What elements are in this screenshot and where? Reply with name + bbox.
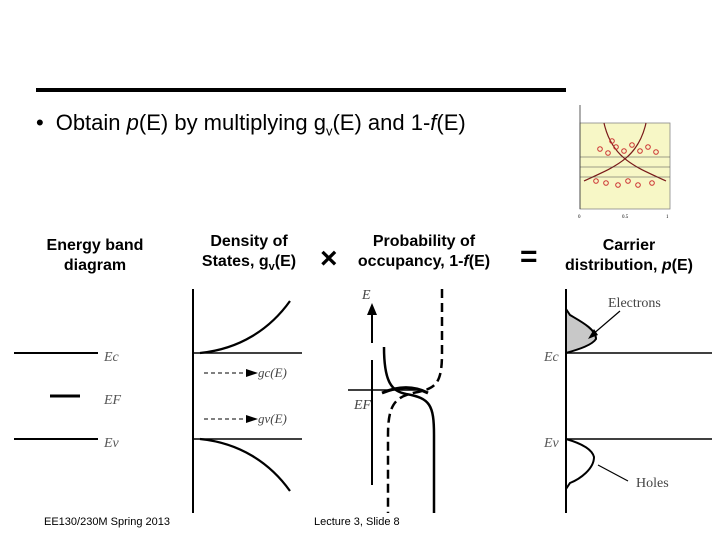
equals-operator: = — [520, 240, 538, 273]
inset-figure: 0 0.5 1 — [578, 105, 671, 220]
times-operator: × — [320, 242, 338, 275]
gc-arrowhead — [246, 369, 258, 377]
header-part: (E) — [468, 253, 491, 270]
header-p: p — [661, 257, 672, 274]
label-ec: Ec — [103, 350, 120, 365]
inset-tick: 1 — [666, 215, 669, 220]
bullet-part: (E) — [332, 110, 362, 135]
header-part: occupancy, 1- — [357, 253, 464, 270]
header-part: States, g — [201, 253, 269, 270]
label-carrier-ev: Ev — [543, 436, 560, 451]
header-line: occupancy, 1-f(E) — [346, 252, 502, 272]
band-diagram-figure: Ec EF Ev gc(E) gv(E) E EF E — [14, 288, 712, 513]
bullet-marker: • — [36, 110, 44, 135]
header-line: Energy band — [46, 237, 144, 254]
bullet-part: and 1- — [361, 110, 431, 135]
inset-tick: 0 — [578, 215, 581, 220]
header-line: diagram — [63, 257, 127, 274]
header-part: (E) — [274, 253, 297, 270]
occupancy-panel: E EF — [348, 288, 444, 513]
header-line: States, gv(E) — [188, 252, 310, 277]
bullet-part: (E) — [436, 110, 466, 135]
inset-electrons — [597, 138, 659, 156]
gv-curve — [199, 437, 291, 492]
bullet-p: p — [126, 110, 139, 135]
header-carrier-distribution: Carrier distribution, p(E) — [556, 236, 702, 276]
footer-slide-number: Lecture 3, Slide 8 — [314, 516, 400, 528]
e-axis-arrowhead — [367, 303, 377, 315]
bullet-sub: v — [325, 123, 333, 139]
bullet-part: by multiplying g — [168, 110, 326, 135]
label-holes: Holes — [636, 476, 669, 491]
header-energy-band: Energy band diagram — [30, 236, 160, 276]
header-sub: v — [268, 261, 275, 274]
label-gc: gc(E) — [258, 365, 287, 380]
f-curve — [382, 346, 436, 513]
gc-curve — [199, 300, 291, 355]
energy-band-panel: Ec EF Ev — [14, 350, 122, 451]
bullet-part: (E) — [138, 110, 169, 135]
bullet-part: Obtain — [55, 110, 127, 135]
header-line: Density of — [210, 233, 288, 250]
header-line: Probability of — [372, 233, 476, 250]
label-carrier-ec: Ec — [543, 350, 560, 365]
electrons-pointer — [591, 310, 621, 336]
gv-arrowhead — [246, 415, 258, 423]
inset-panel — [579, 122, 671, 210]
inset-holes — [593, 178, 655, 188]
header-occupancy: Probability of occupancy, 1-f(E) — [346, 232, 502, 272]
label-ev: Ev — [103, 436, 120, 451]
label-e-axis: E — [361, 288, 371, 303]
footer-course: EE130/230M Spring 2013 — [44, 516, 170, 528]
header-f: f — [463, 253, 469, 270]
label-ef: EF — [103, 393, 122, 408]
header-line: distribution, p(E) — [556, 256, 702, 276]
electrons-pointer-head — [588, 329, 598, 339]
holes-pointer — [597, 464, 629, 482]
hole-distribution — [565, 438, 596, 490]
inset-tick: 0.5 — [622, 215, 629, 220]
header-part: (E) — [671, 257, 693, 274]
electron-distribution — [565, 305, 598, 355]
bullet-text: •Obtain p(E) by multiplying gv(E) and 1-… — [36, 110, 466, 138]
label-electrons: Electrons — [608, 296, 661, 311]
header-part: distribution, — [565, 257, 662, 274]
header-line: Carrier — [602, 237, 656, 254]
label-gv: gv(E) — [258, 411, 287, 426]
carrier-distribution-panel: Electrons Holes Ec Ev — [543, 289, 712, 513]
title-rule — [36, 88, 566, 92]
bullet-f: f — [430, 110, 437, 135]
one-minus-f-curve — [386, 289, 444, 513]
label-occupancy-ef: EF — [353, 398, 372, 413]
density-of-states-panel: gc(E) gv(E) — [192, 289, 302, 513]
header-density-of-states: Density of States, gv(E) — [188, 232, 310, 277]
crossing-mark — [381, 386, 429, 395]
